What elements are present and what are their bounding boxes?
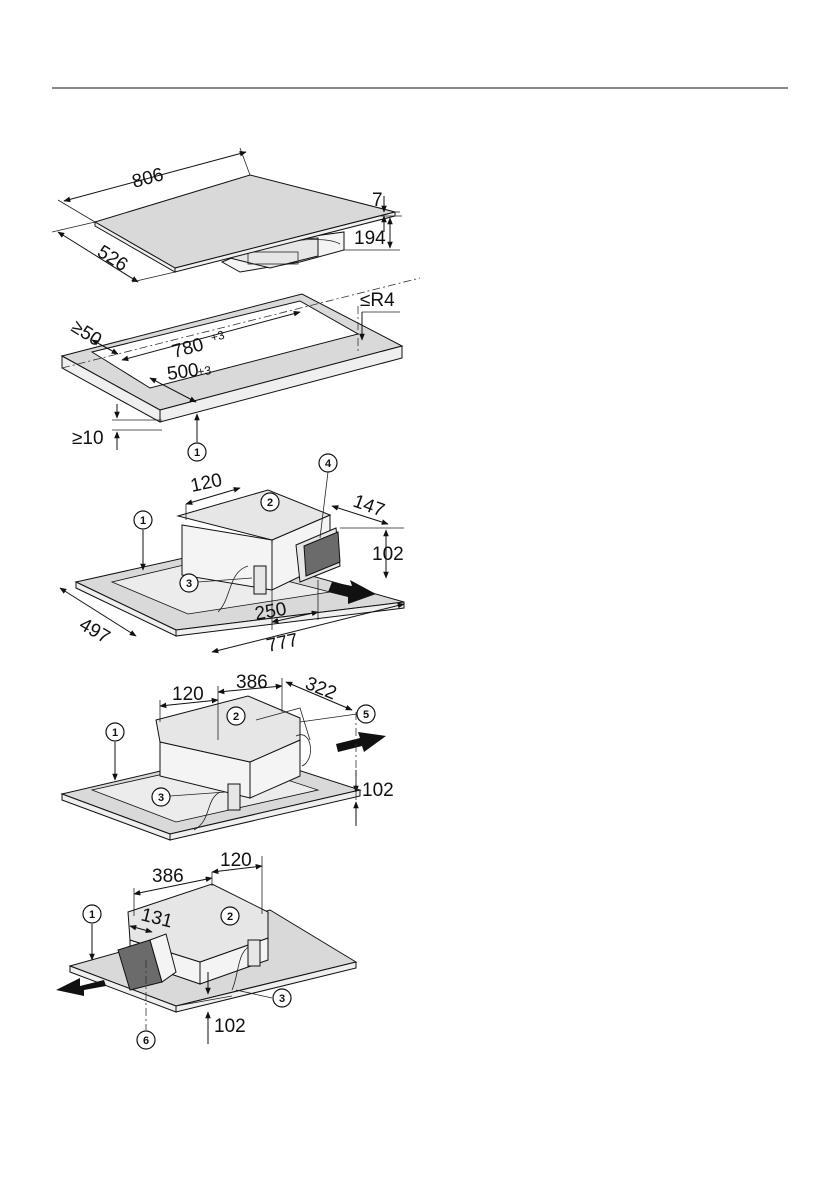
- callout-2-fig5: 2: [227, 911, 233, 923]
- dim-min-10: ≥10: [72, 428, 104, 449]
- dim-120-fig3: 120: [189, 470, 224, 497]
- dim-386-fig4: 386: [236, 672, 268, 693]
- dim-120-fig5: 120: [220, 850, 252, 871]
- dim-777: 777: [265, 630, 300, 657]
- dim-102-fig4: 102: [362, 780, 394, 801]
- callout-2-fig3: 2: [267, 497, 273, 509]
- callout-1-fig2: 1: [194, 447, 200, 459]
- callout-6-fig5: 6: [143, 1035, 149, 1047]
- figure-side-duct: 120 386 322 102 1 2 3 5: [60, 672, 394, 841]
- figure-rear-duct: 120 147 102 497 777 250 1 2 3 4: [59, 453, 405, 657]
- dim-7: 7: [372, 190, 383, 211]
- callout-2-fig4: 2: [233, 711, 239, 723]
- callout-1-fig4: 1: [112, 727, 118, 739]
- airflow-arrow-front: [56, 978, 106, 996]
- callout-4-fig3: 4: [325, 458, 332, 470]
- dim-102-fig5: 102: [214, 1016, 246, 1037]
- callout-1-fig3: 1: [140, 515, 146, 527]
- dim-497: 497: [76, 614, 114, 648]
- figure-cutout: ≥50 780 +3 500 +3 ≤R4 ≥10 1: [60, 277, 421, 462]
- airflow-arrow-out: [328, 580, 376, 604]
- dim-780-tolerance: +3: [209, 328, 226, 345]
- dim-500-tolerance: +3: [196, 363, 212, 379]
- callout-3-fig4: 3: [158, 792, 164, 804]
- figure-hob: 806 526 7 194: [51, 147, 402, 283]
- callout-5-fig4: 5: [363, 709, 369, 721]
- dim-322: 322: [302, 673, 339, 704]
- dim-500: 500: [166, 360, 200, 385]
- dim-line-806: [63, 150, 247, 203]
- dim-102-fig3: 102: [372, 544, 404, 565]
- callout-3-fig3: 3: [186, 578, 192, 590]
- callout-3-fig5: 3: [279, 993, 285, 1005]
- dim-194: 194: [354, 228, 386, 249]
- dim-386-fig5: 386: [152, 866, 184, 887]
- dim-147: 147: [350, 491, 387, 522]
- dim-806: 806: [130, 164, 166, 192]
- dim-max-r4: ≤R4: [360, 290, 395, 311]
- dim-120-fig4: 120: [172, 684, 204, 705]
- callout-1-fig5: 1: [89, 909, 95, 921]
- airflow-arrow-in: [336, 732, 386, 752]
- dim-line-526: [57, 231, 139, 283]
- figure-front-duct: 386 120 131 102 1 2 3 6: [56, 850, 358, 1050]
- dim-526: 526: [93, 241, 131, 276]
